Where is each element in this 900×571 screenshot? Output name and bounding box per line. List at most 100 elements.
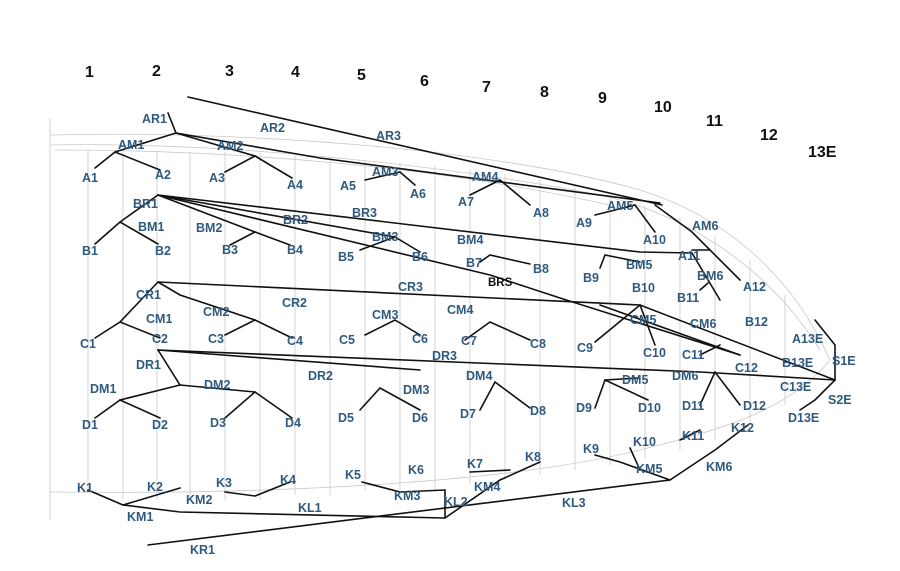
vein-label: A13E xyxy=(792,332,823,346)
vein-label: A8 xyxy=(533,206,549,220)
vein-label: AR1 xyxy=(142,112,167,126)
segment-number: 5 xyxy=(357,67,366,84)
vein-label: B1 xyxy=(82,244,98,258)
vein-label: A2 xyxy=(155,168,171,182)
vein-label: CR1 xyxy=(136,288,161,302)
vein-label: KR1 xyxy=(190,543,215,557)
vein-label: AM6 xyxy=(692,219,718,233)
vein-label: B9 xyxy=(583,271,599,285)
vein-label: C2 xyxy=(152,332,168,346)
vein-label: B8 xyxy=(533,262,549,276)
vein-label: D4 xyxy=(285,416,301,430)
vein-label: AR3 xyxy=(376,129,401,143)
vein-label: CR2 xyxy=(282,296,307,310)
vein-label: C5 xyxy=(339,333,355,347)
vein-label: K1 xyxy=(77,481,93,495)
vein-label: D5 xyxy=(338,411,354,425)
vein-label: CM2 xyxy=(203,305,229,319)
vein-label: D13E xyxy=(788,411,819,425)
vein-label: C10 xyxy=(643,346,666,360)
vein-label: DM6 xyxy=(672,369,698,383)
vein-label: K4 xyxy=(280,473,296,487)
vein-label: C11 xyxy=(682,348,704,362)
vein-label: DR2 xyxy=(308,369,333,383)
segment-number: 6 xyxy=(420,73,429,90)
vein-label: A5 xyxy=(340,179,356,193)
vein-label: AR2 xyxy=(260,121,285,135)
vein-label: K5 xyxy=(345,468,361,482)
vein-label: DM3 xyxy=(403,383,429,397)
vein-label: K11 xyxy=(682,429,704,443)
vein-label: BR3 xyxy=(352,206,377,220)
vein-label: C7 xyxy=(461,334,477,348)
vein-label: BR1 xyxy=(133,197,158,211)
vein-label: KL3 xyxy=(562,496,586,510)
vein-label: D10 xyxy=(638,401,661,415)
vein-label: CM6 xyxy=(690,317,716,331)
vein-label: D3 xyxy=(210,416,226,430)
vein-label: C3 xyxy=(208,332,224,346)
segment-number: 12 xyxy=(760,127,778,144)
vein-label: C9 xyxy=(577,341,593,355)
vein-label: K8 xyxy=(525,450,541,464)
vein-label: KL1 xyxy=(298,501,322,515)
vein-label: KM6 xyxy=(706,460,732,474)
vein-label: B2 xyxy=(155,244,171,258)
vein-label: B3 xyxy=(222,243,238,257)
vein-label: B5 xyxy=(338,250,354,264)
vein-label: D6 xyxy=(412,411,428,425)
vein-label: AM4 xyxy=(472,170,498,184)
vein-label: D11 xyxy=(682,399,704,413)
vein-label: S2E xyxy=(828,393,852,407)
vein-label: DM5 xyxy=(622,373,648,387)
vein-label: B6 xyxy=(412,250,428,264)
vein-label: C4 xyxy=(287,334,303,348)
vein-label: DR1 xyxy=(136,358,161,372)
vein-links xyxy=(87,96,836,546)
vein-label: D7 xyxy=(460,407,476,421)
vein-label: A3 xyxy=(209,171,225,185)
segment-number: 7 xyxy=(482,79,491,96)
vein-label: D2 xyxy=(152,418,168,432)
vein-label: BM5 xyxy=(626,258,652,272)
vein-label: K3 xyxy=(216,476,232,490)
vein-label: AM5 xyxy=(607,199,633,213)
vein-label: DM1 xyxy=(90,382,116,396)
vein-label: A11 xyxy=(678,249,700,263)
vein-label: D8 xyxy=(530,404,546,418)
vein-label: A6 xyxy=(410,187,426,201)
vein-label: A1 xyxy=(82,171,98,185)
segment-number: 4 xyxy=(291,64,300,81)
vein-label: CM3 xyxy=(372,308,398,322)
segment-number: 13E xyxy=(808,144,837,161)
vein-label: CM1 xyxy=(146,312,172,326)
segment-number: 10 xyxy=(654,99,672,116)
vein-label: DM4 xyxy=(466,369,492,383)
vein-label: BM3 xyxy=(372,230,398,244)
vein-label: BRS xyxy=(488,277,513,289)
vein-label: KL2 xyxy=(444,495,468,509)
vein-label: B11 xyxy=(677,291,699,305)
vein-label: C1 xyxy=(80,337,96,351)
vein-label: DR3 xyxy=(432,349,457,363)
vein-label: CM4 xyxy=(447,303,473,317)
vein-label: C8 xyxy=(530,337,546,351)
vein-label: BM1 xyxy=(138,220,164,234)
segment-number-row: 1 2 3 4 5 6 7 8 9 10 11 12 13E xyxy=(85,63,837,161)
vein-label: A12 xyxy=(743,280,766,294)
segment-number: 2 xyxy=(152,63,161,80)
vein-label: A7 xyxy=(458,195,474,209)
vein-label: KM2 xyxy=(186,493,212,507)
vein-label: C13E xyxy=(780,380,811,394)
vein-label: B4 xyxy=(287,243,303,257)
vein-label: KM5 xyxy=(636,462,662,476)
vein-label: S1E xyxy=(832,354,856,368)
segment-number: 8 xyxy=(540,84,549,101)
vein-label: CR3 xyxy=(398,280,423,294)
vein-label: BM2 xyxy=(196,221,222,235)
segment-number: 11 xyxy=(706,113,723,130)
vein-label: B12 xyxy=(745,315,768,329)
segment-number: 1 xyxy=(85,64,94,81)
vein-label: DM2 xyxy=(204,378,230,392)
